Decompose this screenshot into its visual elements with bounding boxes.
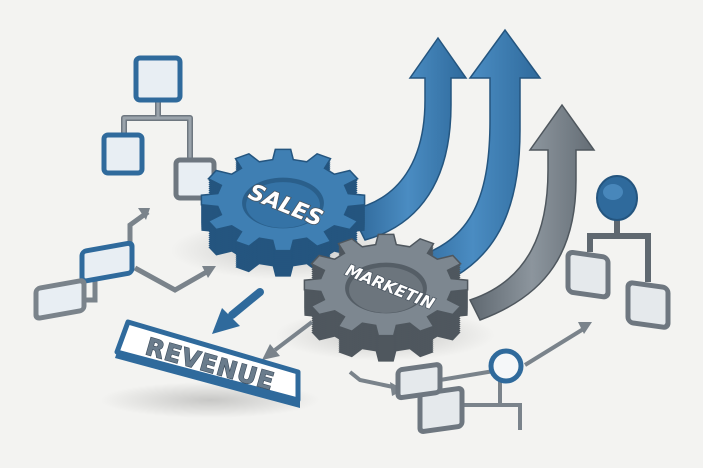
connector-arrow-icon (578, 322, 592, 334)
sales-gear (200, 148, 366, 277)
flowchart-node (395, 362, 443, 401)
flowchart-node (79, 240, 135, 284)
flowchart-icon (101, 55, 217, 201)
connector-arrow-icon (138, 208, 150, 220)
marketing-gear (303, 233, 469, 362)
connector-arrow-icon (262, 320, 314, 360)
flowchart-node (625, 280, 671, 330)
flowchart-icon (33, 208, 216, 321)
flowchart-node (133, 55, 183, 103)
upward-arrow-icon (403, 28, 542, 293)
upward-arrow-icon (348, 36, 468, 241)
down-arrow-icon (212, 288, 264, 334)
connector-arrow-icon (202, 266, 216, 278)
flowchart-node (488, 348, 524, 384)
flowchart-node (33, 278, 87, 321)
flowchart-node (101, 132, 145, 176)
flowchart-node (565, 249, 611, 300)
flowchart-icon (565, 175, 671, 330)
upward-arrow-icon (468, 103, 596, 321)
flowchart-icon (348, 322, 592, 434)
